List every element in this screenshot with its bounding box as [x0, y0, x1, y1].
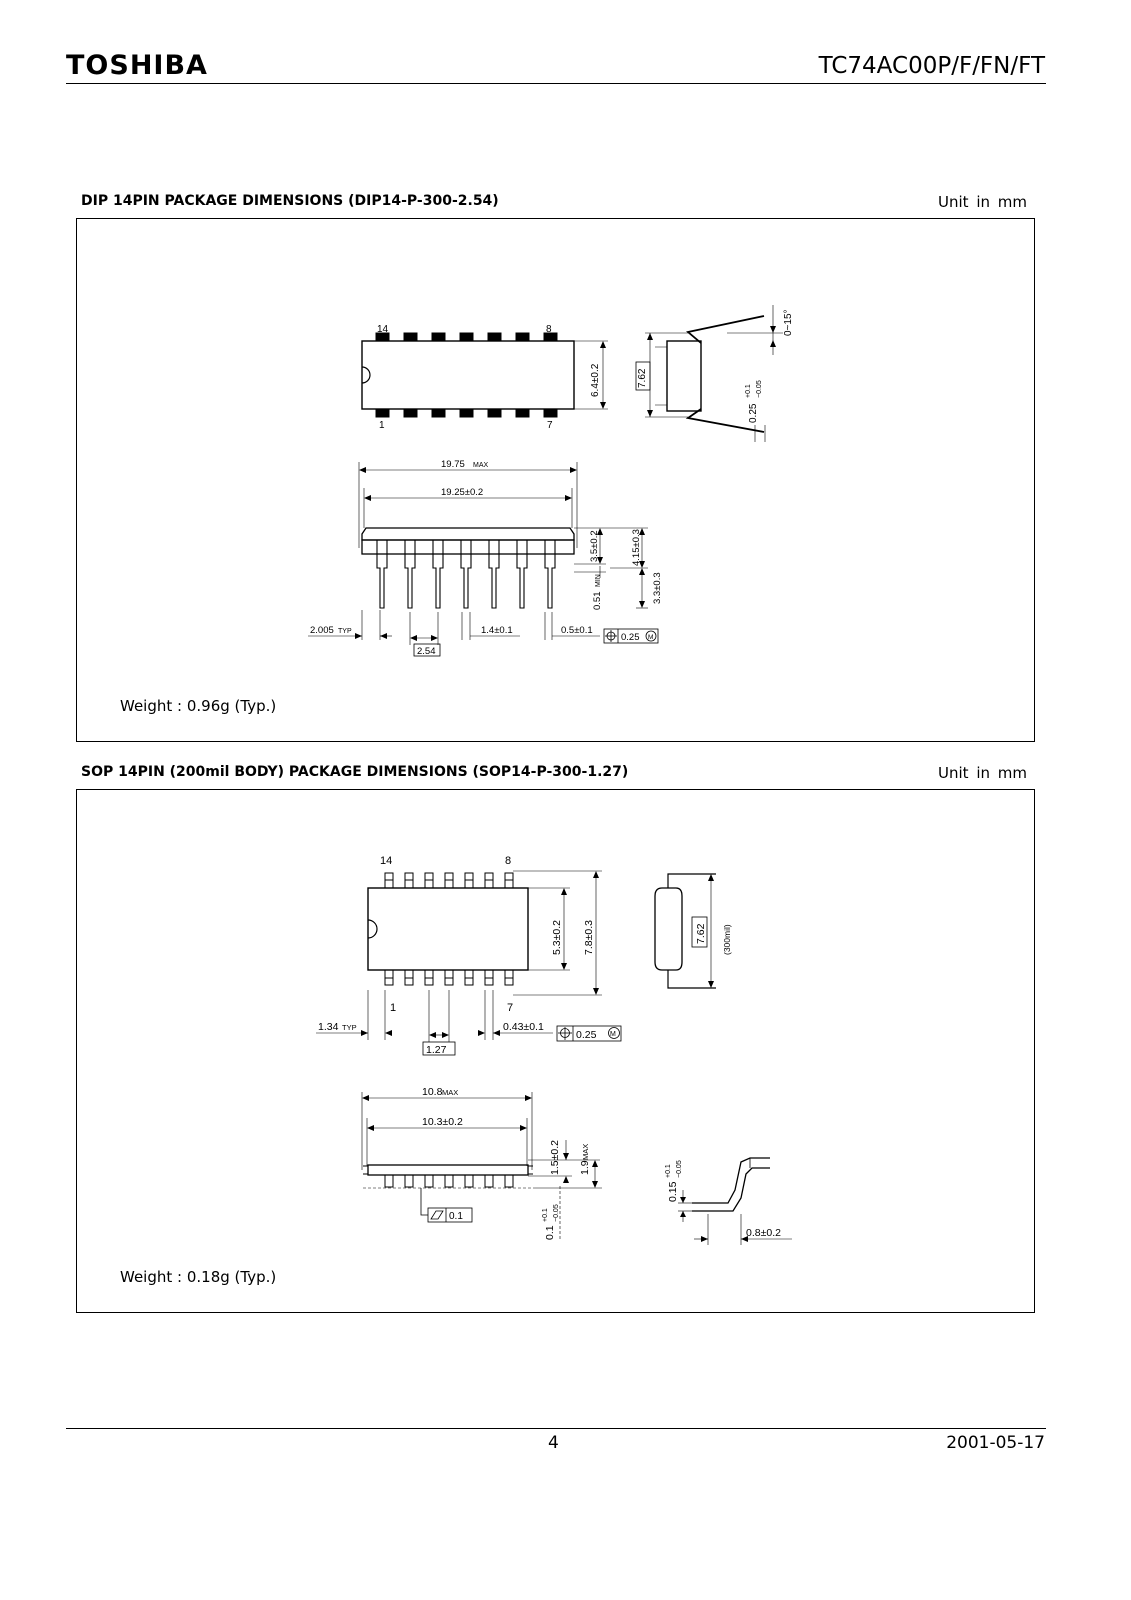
sop-lead-detail — [678, 1157, 792, 1245]
dip-len-body-label: 19.25±0.2 — [441, 487, 483, 498]
sop-row-spacing-label: 7.62 — [695, 923, 707, 944]
dip-standoff-label: 0.51 — [592, 592, 603, 611]
dip-lead-thk-label: 0.25 — [748, 403, 759, 423]
sop-height-max-suffix: MAX — [581, 1144, 590, 1160]
dip-weight: Weight : 0.96g (Typ.) — [120, 697, 277, 715]
dip-position-tol-label: 0.25 — [621, 632, 640, 643]
dip-side-view — [635, 305, 783, 442]
dip-front-view — [308, 462, 659, 657]
dip-unit-label: Unit in mm — [938, 193, 1027, 211]
footer-rule — [66, 1428, 1046, 1429]
sop-pin7-label: 7 — [507, 1002, 513, 1014]
sop-standoff-tol-minus: −0.05 — [553, 1204, 560, 1222]
sop-foot-len-label: 0.8±0.2 — [746, 1227, 781, 1239]
dip-width-label: 6.4±0.2 — [590, 363, 601, 397]
dip-mmc-symbol: M — [648, 634, 653, 641]
document-date: 2001-05-17 — [946, 1433, 1045, 1453]
dip-lead-thk-tol-plus: +0.1 — [745, 384, 752, 398]
dip-row-spacing-label: 7.62 — [637, 368, 648, 388]
sop-lead-width-label: 0.43±0.1 — [503, 1021, 544, 1033]
sop-top-view — [316, 870, 622, 1056]
sop-standoff-tol-plus: +0.1 — [542, 1208, 549, 1222]
sop-standoff-label: 0.1 — [544, 1225, 556, 1240]
sop-pin14-label: 14 — [380, 855, 392, 867]
dip-end-spacing-label: 2.005 — [310, 625, 334, 636]
dip-pin7-label: 7 — [547, 420, 553, 431]
dip-lead-thk-tol-minus: −0.05 — [756, 380, 763, 398]
sop-lead-thk-label: 0.15 — [667, 1181, 679, 1202]
dip-pin14-label: 14 — [377, 324, 389, 335]
sop-total-width-label: 7.8±0.3 — [583, 920, 595, 955]
dip-top-view — [361, 332, 608, 418]
dip-pin1-label: 1 — [379, 420, 385, 431]
sop-height-max-label: 1.9 — [579, 1160, 591, 1175]
dip-lead-len-label: 3.3±0.3 — [652, 572, 663, 604]
dip-lead-width-upper-label: 1.4±0.1 — [481, 625, 513, 636]
page-number: 4 — [548, 1433, 559, 1453]
sop-mmc-symbol: M — [610, 1031, 616, 1038]
sop-len-max-label: 10.8 — [422, 1086, 443, 1098]
dip-standoff-suffix: MIN — [595, 574, 602, 587]
dip-pin8-label: 8 — [546, 324, 552, 335]
sop-position-tol-label: 0.25 — [576, 1029, 597, 1041]
dip-section-title: DIP 14PIN PACKAGE DIMENSIONS (DIP14-P-30… — [81, 193, 499, 209]
dip-pitch-label: 2.54 — [417, 646, 436, 657]
dip-end-spacing-suffix: TYP — [338, 628, 352, 635]
sop-pin1-label: 1 — [390, 1002, 396, 1014]
dip-angle-label: 0~15° — [783, 309, 794, 336]
sop-end-spacing-label: 1.34 — [318, 1021, 339, 1033]
dip-lead-width-label: 0.5±0.1 — [561, 625, 593, 636]
dip-drawing-box: Weight : 0.96g (Typ.) — [76, 218, 1035, 742]
sop-pin8-label: 8 — [505, 855, 511, 867]
header-rule — [66, 83, 1046, 84]
sop-row-spacing-mil-label: (300mil) — [722, 924, 732, 955]
toshiba-logo: TOSHIBA — [66, 50, 208, 81]
sop-side-view — [654, 873, 716, 989]
sop-flatness-label: 0.1 — [449, 1211, 463, 1222]
dip-height-total-label: 4.15±0.3 — [631, 529, 642, 566]
sop-pitch-label: 1.27 — [426, 1044, 447, 1056]
sop-weight: Weight : 0.18g (Typ.) — [120, 1268, 277, 1286]
sop-drawing-box: Weight : 0.18g (Typ.) — [76, 789, 1035, 1313]
part-number: TC74AC00P/F/FN/FT — [818, 53, 1045, 79]
sop-section-title: SOP 14PIN (200mil BODY) PACKAGE DIMENSIO… — [81, 764, 629, 780]
sop-height-body-label: 1.5±0.2 — [549, 1140, 561, 1175]
sop-front-view — [361, 1092, 602, 1240]
dip-len-max-label: 19.75 — [441, 459, 465, 470]
sop-lead-thk-tol-plus: +0.1 — [665, 1164, 672, 1178]
sop-end-spacing-suffix: TYP — [342, 1023, 357, 1032]
dip-height-body-label: 3.5±0.2 — [589, 530, 600, 562]
sop-lead-thk-tol-minus: −0.05 — [676, 1160, 683, 1178]
sop-unit-label: Unit in mm — [938, 764, 1027, 782]
dip-len-max-suffix: MAX — [473, 462, 489, 469]
sop-len-body-label: 10.3±0.2 — [422, 1116, 463, 1128]
sop-len-max-suffix: MAX — [442, 1088, 458, 1097]
sop-body-width-label: 5.3±0.2 — [551, 920, 563, 955]
